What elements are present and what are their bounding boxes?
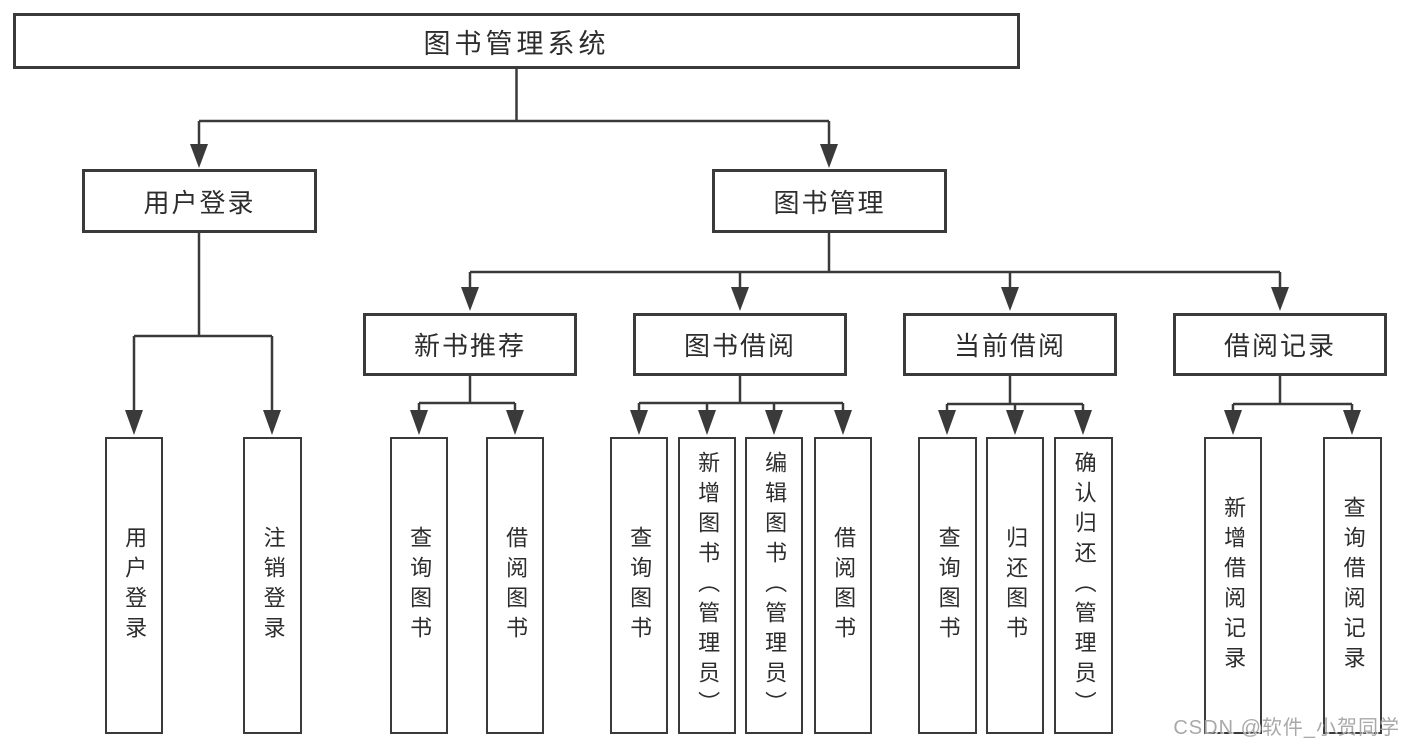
node-label: 查询图书	[407, 525, 433, 646]
arrowhead-icon	[1343, 410, 1361, 435]
node-label: 借阅记录	[1223, 331, 1336, 361]
node-user-login: 用户登录	[82, 169, 317, 233]
node-current-borrow: 当前借阅	[903, 313, 1117, 376]
arrowhead-icon	[820, 144, 838, 168]
leaf-return-books: 归还图书	[986, 437, 1044, 734]
node-label: 用户登录	[122, 525, 148, 646]
arrowhead-icon	[263, 410, 281, 435]
connector-book-mgmt-branch	[468, 233, 1282, 289]
node-label: 图书借阅	[683, 331, 796, 361]
node-label: 当前借阅	[953, 331, 1066, 361]
arrowhead-icon	[1271, 287, 1289, 311]
leaf-edit-books-admin: 编辑图书（管理员）	[745, 437, 803, 734]
connector-book-borrow-branch	[637, 376, 845, 412]
node-label: 归还图书	[1003, 525, 1029, 646]
leaf-query-borrow-record: 查询借阅记录	[1323, 437, 1382, 734]
node-label: 图书管理系统	[423, 28, 610, 59]
arrowhead-icon	[125, 410, 143, 435]
csdn-watermark: CSDN @软件_小贺同学	[1173, 717, 1400, 739]
node-label: 用户登录	[143, 187, 256, 218]
arrowhead-icon	[1006, 410, 1024, 435]
connector-current-borrow-branch	[945, 376, 1085, 412]
leaf-query-books-borrow: 查询图书	[610, 437, 668, 734]
leaf-logout-login: 注销登录	[243, 437, 302, 734]
node-label: 图书管理	[773, 187, 886, 218]
node-label: 查询借阅记录	[1340, 495, 1366, 676]
node-new-book-recommend: 新书推荐	[363, 313, 577, 376]
arrowhead-icon	[938, 410, 956, 435]
connector-root-to-level2	[197, 69, 831, 146]
arrowhead-layer	[125, 144, 1361, 435]
node-label: 新书推荐	[413, 331, 526, 361]
arrowhead-icon	[506, 410, 524, 435]
arrowhead-icon	[765, 410, 783, 435]
leaf-confirm-return-admin: 确认归还（管理员）	[1054, 437, 1113, 734]
arrowhead-icon	[630, 410, 648, 435]
leaf-add-books-admin: 新增图书（管理员）	[678, 437, 736, 734]
connector-user-login-branch	[132, 233, 274, 412]
node-label: 注销登录	[260, 525, 286, 646]
node-label: 确认归还（管理员）	[1071, 450, 1097, 721]
leaf-query-books-recommend: 查询图书	[390, 437, 448, 734]
leaf-add-borrow-record: 新增借阅记录	[1204, 437, 1262, 734]
connector-new-book-branch	[417, 376, 517, 412]
node-label: 借阅图书	[831, 525, 857, 646]
node-label: 新增图书（管理员）	[695, 450, 721, 721]
node-root-system: 图书管理系统	[13, 13, 1020, 69]
arrowhead-icon	[731, 287, 749, 311]
arrowhead-icon	[461, 287, 479, 311]
node-label: 查询图书	[627, 525, 653, 646]
node-label: 查询图书	[935, 525, 961, 646]
leaf-query-books-current: 查询图书	[918, 437, 977, 734]
arrowhead-icon	[190, 144, 208, 168]
node-label: 编辑图书（管理员）	[762, 450, 788, 721]
arrowhead-icon	[1074, 410, 1092, 435]
node-book-borrow: 图书借阅	[633, 313, 847, 376]
arrowhead-icon	[698, 410, 716, 435]
arrowhead-icon	[410, 410, 428, 435]
leaf-borrow-books: 借阅图书	[814, 437, 872, 734]
node-book-management: 图书管理	[712, 169, 947, 233]
arrowhead-icon	[1224, 410, 1242, 435]
arrowhead-icon	[1001, 287, 1019, 311]
node-label: 借阅图书	[503, 525, 529, 646]
connector-borrow-records-branch	[1231, 376, 1354, 412]
node-borrow-records: 借阅记录	[1173, 313, 1387, 376]
node-label: 新增借阅记录	[1221, 495, 1247, 676]
arrowhead-icon	[834, 410, 852, 435]
leaf-user-login: 用户登录	[105, 437, 163, 734]
leaf-borrow-books-recommend: 借阅图书	[486, 437, 544, 734]
